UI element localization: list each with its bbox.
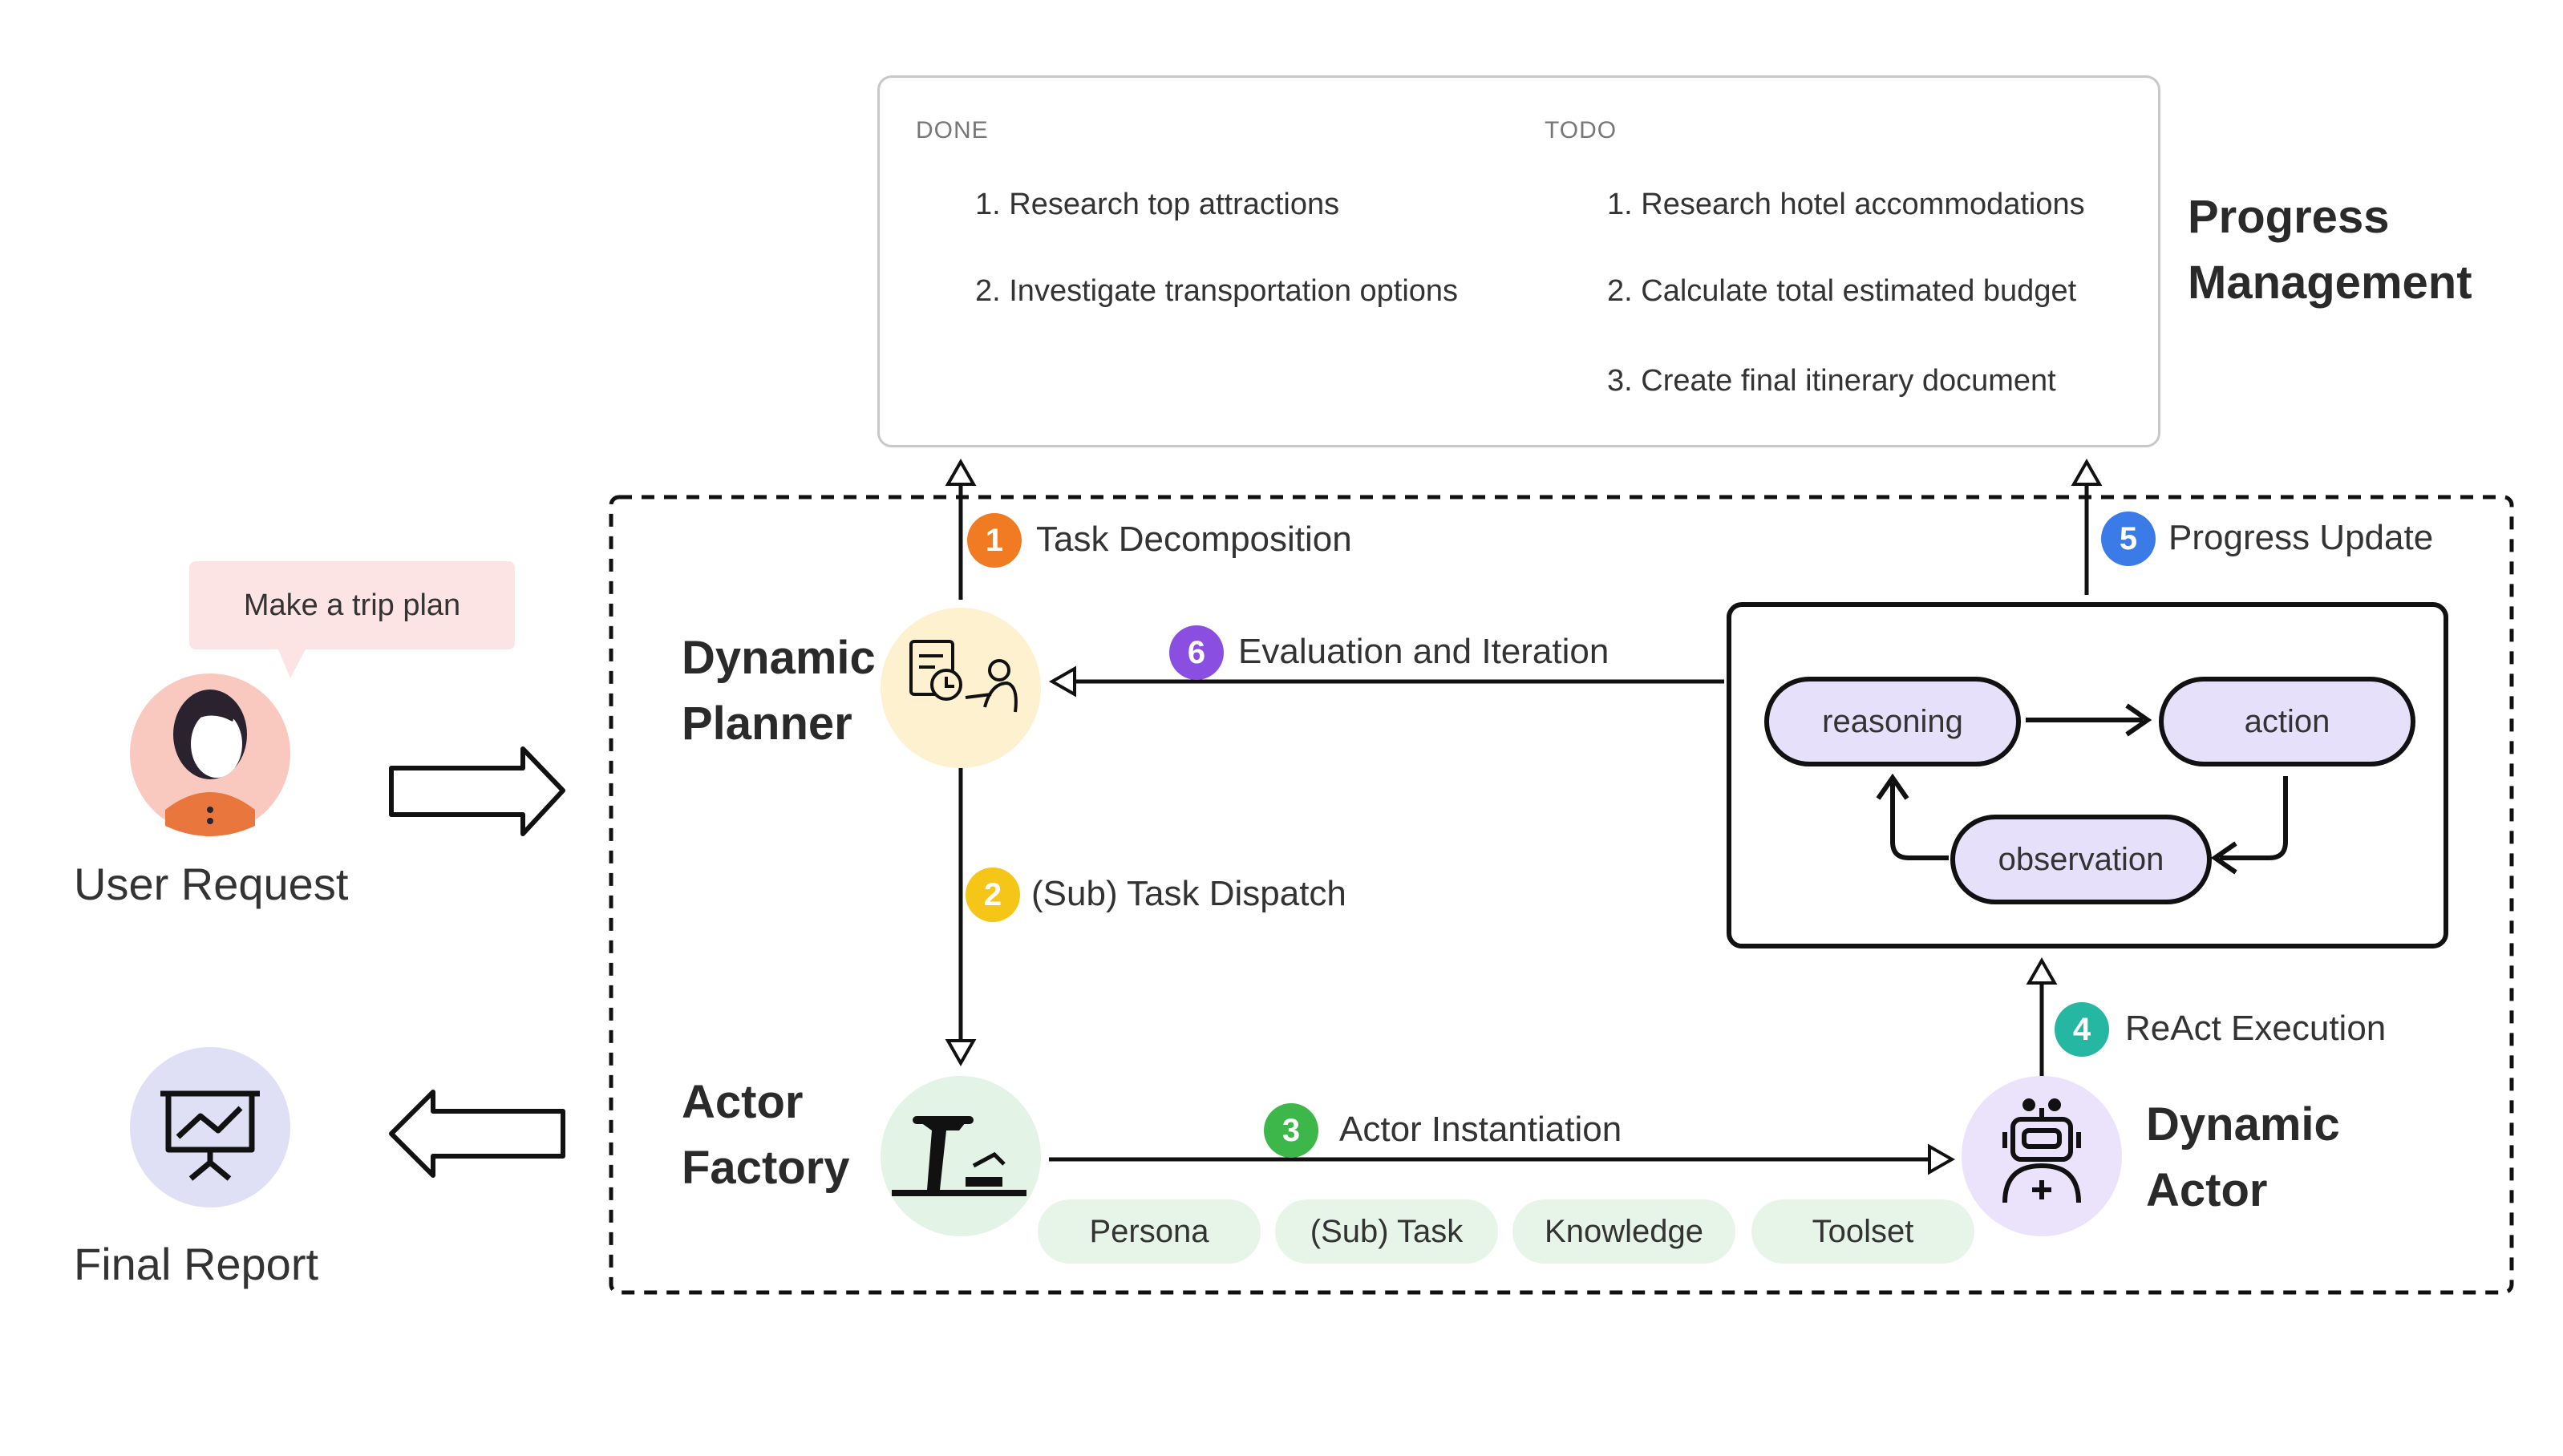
component-pill: Knowledge [1512, 1199, 1735, 1264]
todo-item: 3. Create final itinerary document [1607, 364, 2056, 398]
component-pill: Persona [1038, 1199, 1261, 1264]
component-pill: Toolset [1751, 1199, 1974, 1264]
step-label-task-dispatch: (Sub) Task Dispatch [1031, 874, 1346, 913]
factory-icon [892, 1116, 1026, 1196]
step-label-react-execution: ReAct Execution [2125, 1009, 2387, 1048]
step-badge-3: 3 [1264, 1103, 1318, 1158]
actor-circle [1962, 1076, 2122, 1236]
dynamic-planner-title: Dynamic Planner [682, 625, 876, 757]
planner-icon [909, 640, 1018, 713]
component-pill: (Sub) Task [1275, 1199, 1498, 1264]
done-label: DONE [916, 117, 989, 144]
robot-icon [2002, 1098, 2081, 1203]
step-badge-6: 6 [1169, 625, 1224, 680]
presentation-icon [160, 1090, 260, 1181]
step-badge-2: 2 [966, 868, 1020, 922]
user-avatar-icon [165, 690, 255, 836]
planner-title-line2: Planner [682, 698, 852, 750]
todo-item: 2. Calculate total estimated budget [1607, 274, 2077, 308]
step-badge-5: 5 [2101, 512, 2156, 566]
factory-circle [881, 1076, 1041, 1236]
action-node: action [2159, 677, 2415, 766]
react-loop-box [1727, 602, 2448, 948]
progress-management-title: Progress Management [2188, 184, 2472, 316]
arrow-to-report [389, 1090, 565, 1178]
progress-title-line1: Progress [2188, 191, 2390, 243]
factory-title-line2: Factory [682, 1142, 850, 1194]
progress-panel [877, 75, 2160, 447]
step-badge-4: 4 [2055, 1002, 2109, 1057]
todo-item: 1. Research hotel accommodations [1607, 188, 2085, 221]
user-request-label: User Request [74, 859, 349, 909]
actor-factory-title: Actor Factory [682, 1070, 850, 1201]
planner-title-line1: Dynamic [682, 632, 876, 684]
step-label-progress-update: Progress Update [2168, 518, 2434, 557]
speech-bubble: Make a trip plan [189, 561, 515, 649]
step-badge-1: 1 [967, 513, 1022, 568]
step-label-evaluation-iteration: Evaluation and Iteration [1238, 632, 1609, 671]
done-item: 1. Research top attractions [975, 188, 1340, 221]
observation-node: observation [1950, 815, 2212, 904]
todo-label: TODO [1545, 117, 1618, 144]
dynamic-actor-title: Dynamic Actor [2146, 1092, 2340, 1223]
step-label-actor-instantiation: Actor Instantiation [1339, 1110, 1622, 1149]
progress-title-line2: Management [2188, 257, 2472, 309]
final-report-label: Final Report [74, 1239, 319, 1289]
done-item: 2. Investigate transportation options [975, 274, 1459, 308]
arrow-to-system [389, 746, 565, 836]
step-label-task-decomposition: Task Decomposition [1036, 520, 1352, 559]
actor-title-line1: Dynamic [2146, 1098, 2340, 1151]
reasoning-node: reasoning [1764, 677, 2021, 766]
factory-title-line1: Actor [682, 1076, 804, 1128]
actor-title-line2: Actor [2146, 1164, 2268, 1216]
